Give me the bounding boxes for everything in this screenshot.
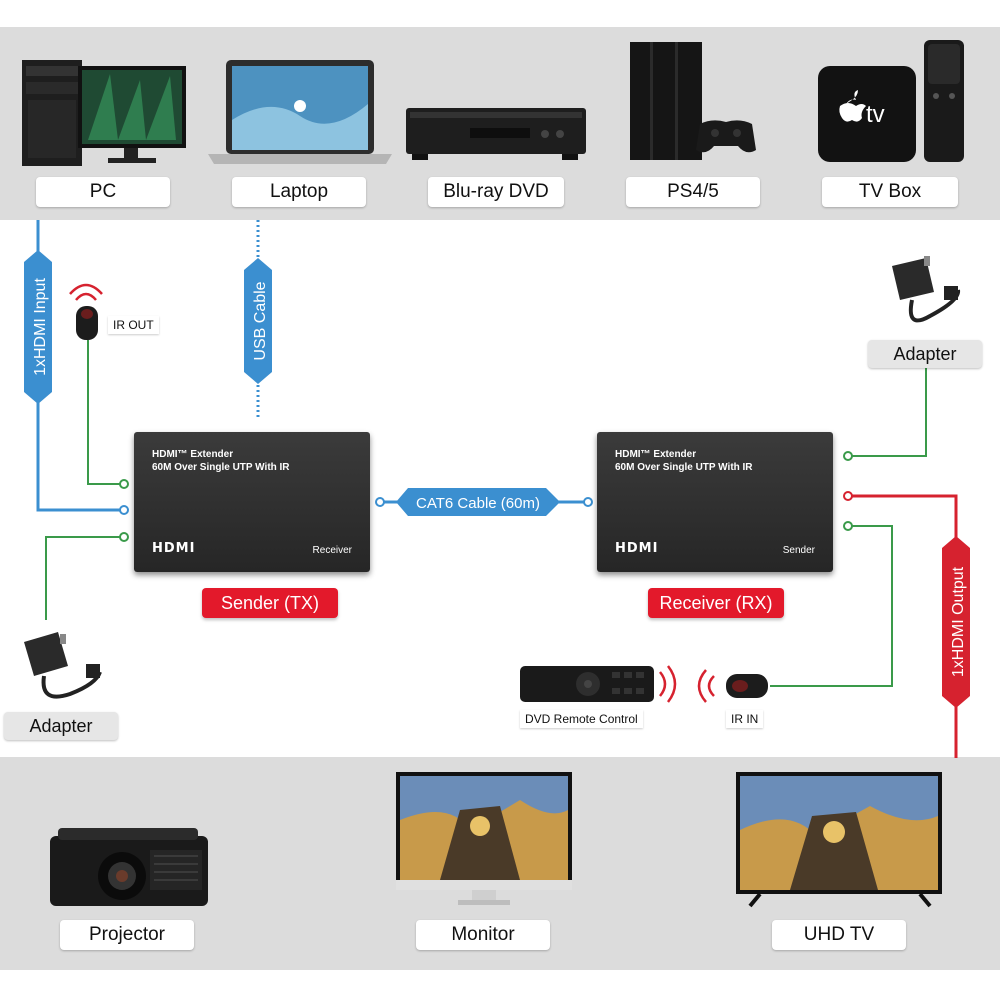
projector-image xyxy=(50,828,208,906)
receiver-title-line2: 60M Over Single UTP With IR xyxy=(615,462,753,473)
remote-image xyxy=(520,665,677,703)
tvbox-image: tv xyxy=(818,40,964,162)
bluray-label: Blu-ray DVD xyxy=(428,177,564,207)
usb-cable-tag: USB Cable xyxy=(244,258,272,384)
adapter-left-image xyxy=(24,632,102,699)
receiver-device: HDMI™ Extender 60M Over Single UTP With … xyxy=(597,432,833,572)
sender-port-label: Receiver xyxy=(312,545,352,556)
usb-cable-label: USB Cable xyxy=(252,281,269,360)
projector-label: Projector xyxy=(60,920,194,950)
monitor-image xyxy=(396,772,572,905)
ir-out-label: IR OUT xyxy=(108,316,159,334)
sender-title-line2: 60M Over Single UTP With IR xyxy=(152,462,290,473)
remote-label: DVD Remote Control xyxy=(520,710,643,728)
ir-out-image xyxy=(69,283,103,340)
receiver-title-line1: HDMI™ Extender xyxy=(615,449,697,460)
pc-image xyxy=(22,60,186,166)
uhdtv-label: UHD TV xyxy=(772,920,906,950)
adapter-left-label: Adapter xyxy=(4,712,118,740)
laptop-label: Laptop xyxy=(232,177,366,207)
sender-caption: Sender (TX) xyxy=(202,588,338,618)
adapter-right-image xyxy=(892,256,961,323)
sender-title: HDMI™ Extender 60M Over Single UTP With … xyxy=(152,448,290,474)
ir-in-label: IR IN xyxy=(726,710,764,728)
laptop-image xyxy=(208,60,392,164)
receiver-port-label: Sender xyxy=(782,545,815,556)
cat6-label: CAT6 Cable (60m) xyxy=(416,495,540,512)
tvbox-brand: tv xyxy=(866,101,885,128)
ps-label: PS4/5 xyxy=(626,177,760,207)
cat6-tag: CAT6 Cable (60m) xyxy=(396,488,560,516)
bluray-image xyxy=(406,108,586,160)
hdmi-output-label: 1xHDMI Output xyxy=(950,566,967,677)
hdmi-input-label: 1xHDMI Input xyxy=(32,278,49,376)
uhdtv-image xyxy=(736,772,942,908)
hdmi-output-tag: 1xHDMI Output xyxy=(942,536,970,708)
sender-title-line1: HDMI™ Extender xyxy=(152,449,234,460)
receiver-caption: Receiver (RX) xyxy=(648,588,784,618)
sender-device: HDMI™ Extender 60M Over Single UTP With … xyxy=(134,432,370,572)
monitor-label: Monitor xyxy=(416,920,550,950)
tvbox-label: TV Box xyxy=(822,177,958,207)
ps-image xyxy=(630,42,756,160)
hdmi-input-tag: 1xHDMI Input xyxy=(24,250,52,404)
receiver-title: HDMI™ Extender 60M Over Single UTP With … xyxy=(615,448,753,474)
pc-label: PC xyxy=(36,177,170,207)
sender-hdmi-logo: HDMI xyxy=(152,541,196,556)
receiver-hdmi-logo: HDMI xyxy=(615,541,659,556)
ir-in-image xyxy=(697,669,768,703)
adapter-right-label: Adapter xyxy=(868,340,982,368)
